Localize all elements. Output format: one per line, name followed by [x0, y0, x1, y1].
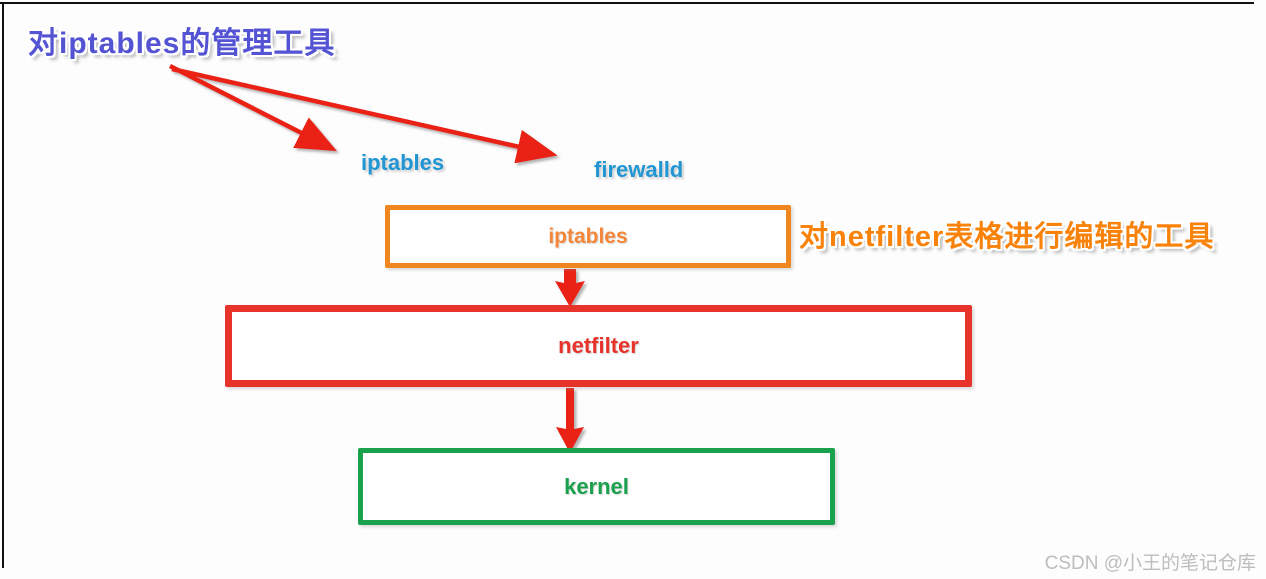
- netfilter-annotation: 对netfilter表格进行编辑的工具: [799, 221, 1215, 253]
- arrow-title-to-firewalld-label: [171, 66, 558, 164]
- arrow-iptables-box-to-netfilter-box: [555, 269, 585, 307]
- kernel-box-label: kernel: [564, 473, 629, 499]
- diagram-title: 对iptables的管理工具: [28, 27, 336, 60]
- frame-top-line: [0, 2, 1254, 4]
- netfilter-box: netfilter: [225, 305, 972, 387]
- tool-label-firewalld: firewalld: [594, 157, 684, 182]
- netfilter-box-label: netfilter: [558, 333, 639, 358]
- iptables-box-label: iptables: [548, 224, 628, 248]
- iptables-box: iptables: [385, 205, 791, 268]
- arrow-netfilter-box-to-kernel-box: [556, 388, 584, 453]
- watermark: CSDN @小王的笔记仓库: [1044, 553, 1256, 574]
- frame-left-line: [2, 2, 4, 568]
- kernel-box: kernel: [358, 448, 835, 525]
- arrow-title-to-iptables-label: [168, 63, 338, 152]
- tool-label-iptables: iptables: [361, 150, 445, 175]
